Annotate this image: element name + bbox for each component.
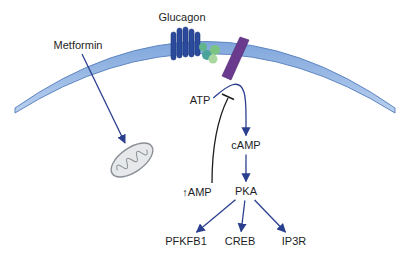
g-protein [199,43,220,64]
term-text: cAMP [231,139,260,152]
metformin-arrow [82,54,125,143]
pathway-term: IP3R [280,234,308,249]
pathway-arrow [213,84,246,135]
term-text: PKA [235,185,257,198]
term-text: ATP [190,94,211,107]
pathway-term: CREB [223,234,258,249]
term-text: CREB [225,235,256,248]
glucagon-receptor [171,27,200,60]
term-text: PFKFB1 [165,235,207,248]
mitochondrion [105,136,158,183]
inhibition-line [212,98,228,183]
adenylyl-cyclase [222,37,249,80]
pathway-term: PFKFB1 [163,234,209,249]
pathway-arrow [241,200,245,231]
pathway-term: PKA [233,184,259,199]
pathway-arrow [255,200,286,232]
term-text: IP3R [282,235,306,248]
pathway-arrow [197,200,236,232]
pathway-term: ATP [188,93,213,108]
pathway-arrow [245,155,246,182]
inhibition-bar [222,94,234,100]
annotation-label: ↑AMP [182,186,211,199]
pathway-term: cAMP [229,138,262,153]
annotation-label: Metformin [54,39,103,52]
annotation-label: Glucagon [158,11,205,24]
cell-membrane [15,42,395,114]
